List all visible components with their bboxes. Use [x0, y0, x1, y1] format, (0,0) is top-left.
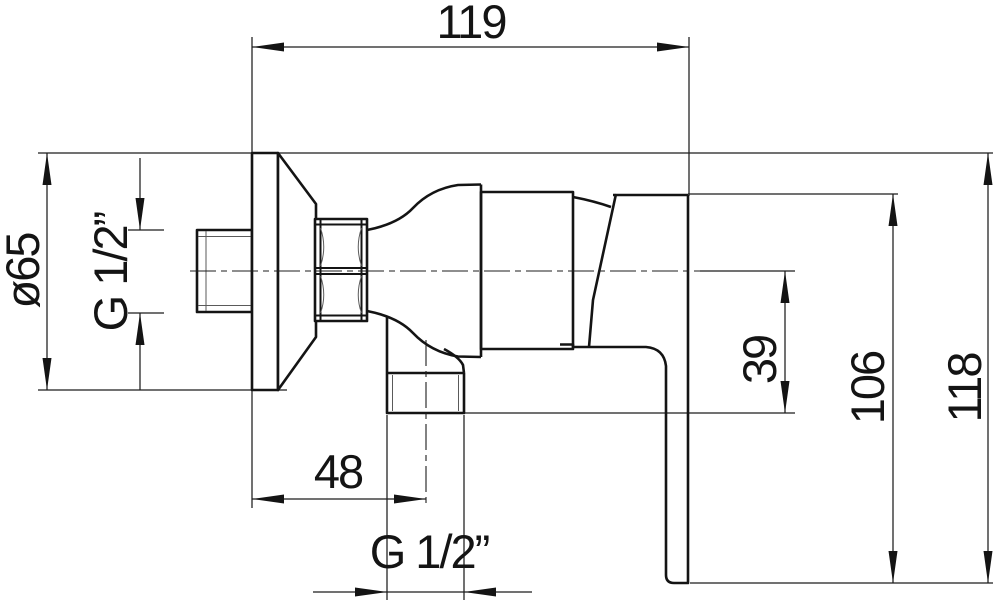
dim-label-escutcheon-diameter: ø65	[0, 233, 49, 309]
arrow-48-left	[252, 494, 284, 504]
arrow-outlet-thread-right	[464, 587, 496, 597]
dimension-labels: 119 ø65 G 1/2” 48 G 1/2” 39 106 118	[0, 0, 991, 578]
neck-top-edge	[572, 195, 612, 209]
body-bell-top	[366, 183, 482, 232]
dim-label-overall-height: 118	[938, 353, 991, 423]
hex-nut	[313, 217, 369, 323]
centerlines	[190, 270, 700, 508]
extension-lines	[38, 37, 993, 600]
arrow-65-top	[42, 153, 52, 185]
arrow-119-right	[657, 42, 689, 52]
dim-label-handle-height: 106	[841, 351, 894, 424]
arrow-65-bottom	[42, 358, 52, 390]
dim-label-axis-to-outlet-bottom: 39	[733, 336, 786, 384]
arrow-39-top	[780, 271, 790, 303]
dim-label-wall-to-outlet-axis: 48	[314, 445, 363, 498]
dim-label-outlet-thread: G 1/2”	[370, 525, 489, 578]
handle-front-edge	[587, 193, 618, 348]
fixture-body	[195, 151, 690, 585]
arrow-106-bottom	[888, 551, 898, 583]
arrow-118-top	[983, 153, 993, 185]
arrow-outlet-thread-left	[355, 587, 387, 597]
arrow-106-top	[888, 194, 898, 226]
hex-nut-face-arcs	[320, 227, 362, 314]
outlet-fillet	[443, 347, 466, 374]
dim-label-inlet-thread: G 1/2”	[84, 212, 137, 331]
arrow-39-bottom	[780, 381, 790, 413]
arrow-118-bottom	[983, 551, 993, 583]
lever-outline	[560, 195, 690, 585]
dim-label-overall-width: 119	[437, 0, 506, 48]
arrow-119-left	[252, 42, 284, 52]
dimension-lines	[46, 46, 989, 593]
body-bell-bottom	[366, 309, 482, 359]
arrow-inlet-thread-bottom	[135, 313, 145, 345]
dimension-arrowheads	[42, 42, 993, 597]
arrow-48-right	[394, 494, 426, 504]
arrow-inlet-thread-top	[135, 198, 145, 230]
